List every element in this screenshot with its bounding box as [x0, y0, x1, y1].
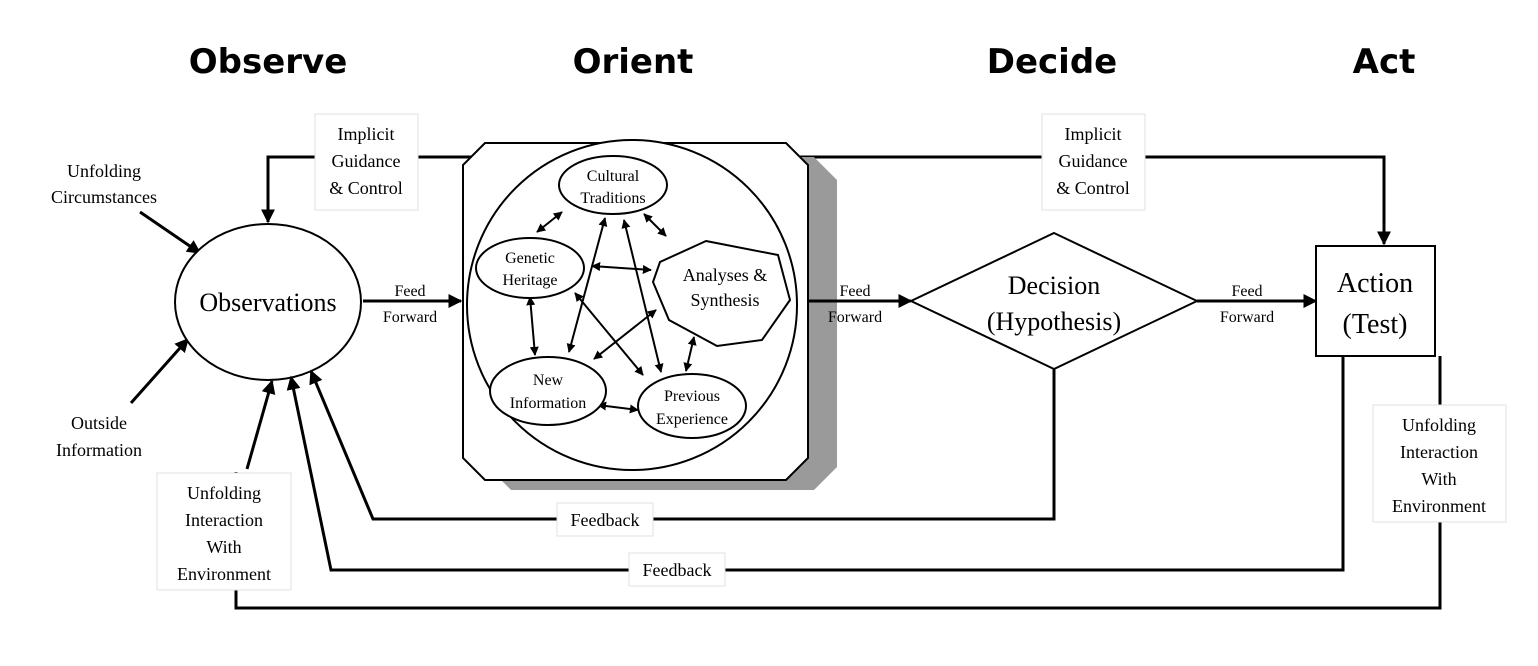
- feedback-loop-action: [286, 356, 1345, 572]
- svg-text:Synthesis: Synthesis: [690, 290, 759, 310]
- svg-text:New: New: [533, 372, 564, 389]
- interaction-arrow: [245, 379, 276, 470]
- feed-forward-label-3: Feed Forward: [1220, 283, 1274, 326]
- svg-text:With: With: [1421, 469, 1456, 489]
- svg-text:Environment: Environment: [177, 564, 271, 584]
- svg-text:Feedback: Feedback: [643, 560, 712, 580]
- implicit-guidance-left: Implicit Guidance & Control: [314, 113, 419, 211]
- svg-text:With: With: [206, 537, 241, 557]
- svg-text:Forward: Forward: [383, 309, 437, 326]
- svg-text:Traditions: Traditions: [580, 190, 645, 207]
- orient-internal-arrows: [526, 211, 697, 414]
- unfolding-circumstances-label: Unfolding Circumstances: [51, 161, 157, 207]
- svg-text:Information: Information: [510, 395, 586, 412]
- svg-text:Previous: Previous: [664, 388, 720, 405]
- header-observe: Observe: [189, 42, 348, 82]
- svg-text:Unfolding: Unfolding: [67, 161, 141, 181]
- svg-text:Cultural: Cultural: [587, 168, 640, 185]
- feedback-label-1: Feedback: [556, 502, 654, 537]
- svg-text:Heritage: Heritage: [502, 272, 557, 289]
- svg-text:Information: Information: [56, 440, 142, 460]
- feed-forward-label-1: Feed Forward: [383, 283, 437, 326]
- observations-node: Observations: [174, 223, 362, 381]
- svg-text:& Control: & Control: [1056, 178, 1130, 198]
- svg-text:Forward: Forward: [1220, 309, 1274, 326]
- action-node: Action (Test): [1315, 245, 1436, 357]
- svg-text:Outside: Outside: [71, 413, 127, 433]
- svg-text:Observations: Observations: [199, 288, 336, 317]
- node-cultural-traditions: Cultural Traditions: [558, 155, 668, 215]
- svg-text:(Test): (Test): [1343, 309, 1408, 340]
- svg-text:Implicit: Implicit: [1065, 124, 1122, 144]
- svg-text:Genetic: Genetic: [505, 250, 555, 267]
- svg-text:Feed: Feed: [839, 283, 870, 300]
- node-previous-experience: Previous Experience: [637, 373, 747, 439]
- svg-text:Unfolding: Unfolding: [1402, 415, 1476, 435]
- svg-text:Decision: Decision: [1008, 271, 1100, 300]
- unfolding-interaction-right: Unfolding Interaction With Environment: [1372, 404, 1507, 523]
- decision-node: Decision (Hypothesis): [908, 231, 1200, 371]
- svg-text:Feedback: Feedback: [571, 510, 640, 530]
- svg-text:Feed: Feed: [394, 283, 425, 300]
- header-decide: Decide: [987, 42, 1118, 82]
- header-act: Act: [1353, 42, 1416, 82]
- svg-text:Action: Action: [1337, 268, 1413, 299]
- feedback-label-2: Feedback: [628, 552, 726, 587]
- outside-information-arrow: [129, 337, 190, 404]
- outside-information-label: Outside Information: [56, 413, 142, 460]
- unfolding-circumstances-arrow: [139, 210, 202, 255]
- svg-text:Interaction: Interaction: [1400, 442, 1478, 462]
- node-analyses-synthesis: Analyses & Synthesis: [651, 239, 792, 348]
- node-genetic-heritage: Genetic Heritage: [475, 237, 585, 299]
- svg-text:Implicit: Implicit: [338, 124, 395, 144]
- svg-text:& Control: & Control: [329, 178, 403, 198]
- svg-text:Guidance: Guidance: [1059, 151, 1128, 171]
- feedback-loop-decision: [309, 369, 1056, 521]
- node-new-information: New Information: [489, 356, 607, 426]
- feed-forward-label-2: Feed Forward: [828, 283, 882, 326]
- svg-text:Feed: Feed: [1231, 283, 1262, 300]
- svg-text:Forward: Forward: [828, 309, 882, 326]
- svg-text:(Hypothesis): (Hypothesis): [987, 307, 1121, 336]
- svg-text:Interaction: Interaction: [185, 510, 263, 530]
- svg-text:Environment: Environment: [1392, 496, 1486, 516]
- svg-text:Experience: Experience: [656, 411, 728, 428]
- svg-text:Circumstances: Circumstances: [51, 187, 157, 207]
- svg-text:Unfolding: Unfolding: [187, 483, 261, 503]
- header-orient: Orient: [573, 42, 694, 82]
- unfolding-interaction-left: Unfolding Interaction With Environment: [156, 472, 292, 591]
- implicit-guidance-right: Implicit Guidance & Control: [1041, 113, 1146, 211]
- svg-text:Guidance: Guidance: [332, 151, 401, 171]
- svg-text:Analyses &: Analyses &: [683, 265, 768, 285]
